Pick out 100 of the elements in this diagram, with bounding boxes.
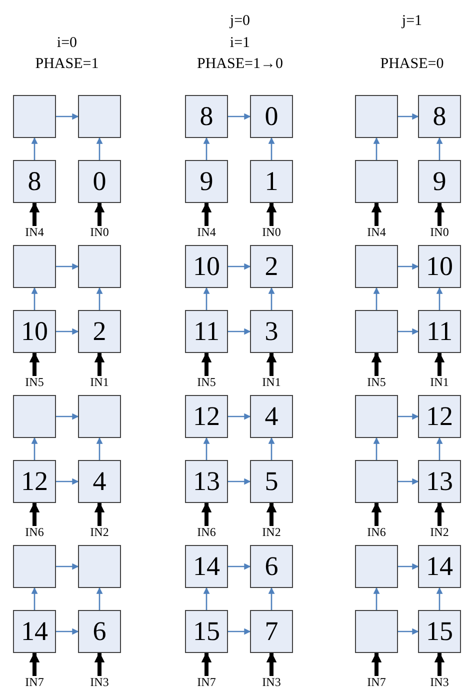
arrow bbox=[56, 328, 79, 335]
arrow bbox=[228, 328, 251, 335]
parameter-label: PHASE=0 bbox=[379, 55, 445, 73]
arrow bbox=[31, 287, 38, 310]
input-arrow bbox=[94, 652, 105, 676]
input-arrow bbox=[201, 502, 212, 526]
parameter-label: PHASE=1 bbox=[34, 55, 100, 73]
input-arrow bbox=[29, 502, 40, 526]
parameter-label: i=1 bbox=[228, 34, 252, 52]
register-box bbox=[355, 610, 398, 653]
input-arrow bbox=[29, 652, 40, 676]
arrow bbox=[56, 563, 79, 570]
register-box: 8 bbox=[418, 95, 461, 138]
register-box: 10 bbox=[418, 245, 461, 288]
parameter-label: i=0 bbox=[56, 34, 78, 52]
register-box: 8 bbox=[185, 95, 228, 138]
input-arrow bbox=[94, 202, 105, 226]
arrow bbox=[373, 287, 380, 310]
register-box: 14 bbox=[13, 610, 56, 653]
register-box: 0 bbox=[250, 95, 293, 138]
register-box: 9 bbox=[185, 160, 228, 203]
arrow bbox=[398, 113, 419, 120]
register-box: 0 bbox=[78, 160, 121, 203]
arrow bbox=[228, 413, 251, 420]
register-box bbox=[78, 95, 121, 138]
arrow bbox=[373, 437, 380, 460]
register-box: 7 bbox=[250, 610, 293, 653]
arrow bbox=[436, 137, 443, 160]
arrow bbox=[203, 287, 210, 310]
input-arrow bbox=[434, 202, 445, 226]
register-box: 14 bbox=[185, 545, 228, 588]
arrow bbox=[203, 437, 210, 460]
arrow bbox=[56, 113, 79, 120]
arrow bbox=[228, 563, 251, 570]
arrow bbox=[96, 437, 103, 460]
input-arrow bbox=[434, 502, 445, 526]
arrow bbox=[268, 287, 275, 310]
arrow bbox=[373, 137, 380, 160]
register-box bbox=[355, 245, 398, 288]
arrow bbox=[398, 263, 419, 270]
register-box bbox=[355, 395, 398, 438]
register-box: 13 bbox=[418, 460, 461, 503]
parameter-label: PHASE=1→0 bbox=[196, 55, 284, 73]
input-arrow bbox=[29, 202, 40, 226]
arrow bbox=[436, 587, 443, 610]
input-arrow bbox=[266, 202, 277, 226]
register-box: 5 bbox=[250, 460, 293, 503]
arrow bbox=[398, 328, 419, 335]
arrow bbox=[228, 263, 251, 270]
arrow bbox=[228, 113, 251, 120]
register-box: 12 bbox=[418, 395, 461, 438]
arrow bbox=[398, 413, 419, 420]
arrow bbox=[268, 437, 275, 460]
arrow bbox=[398, 628, 419, 635]
register-box: 12 bbox=[185, 395, 228, 438]
input-arrow bbox=[371, 652, 382, 676]
register-box: 6 bbox=[78, 610, 121, 653]
register-box: 2 bbox=[78, 310, 121, 353]
arrow bbox=[56, 478, 79, 485]
input-arrow bbox=[434, 652, 445, 676]
register-box: 8 bbox=[13, 160, 56, 203]
input-arrow bbox=[266, 652, 277, 676]
register-box: 11 bbox=[185, 310, 228, 353]
register-box: 13 bbox=[185, 460, 228, 503]
register-box bbox=[78, 395, 121, 438]
register-box: 9 bbox=[418, 160, 461, 203]
arrow bbox=[373, 587, 380, 610]
arrow bbox=[228, 478, 251, 485]
arrow bbox=[31, 137, 38, 160]
input-arrow bbox=[201, 202, 212, 226]
register-box: 15 bbox=[418, 610, 461, 653]
arrow bbox=[436, 287, 443, 310]
input-arrow bbox=[94, 502, 105, 526]
arrow bbox=[203, 137, 210, 160]
input-arrow bbox=[266, 502, 277, 526]
input-arrow bbox=[371, 502, 382, 526]
register-box bbox=[13, 245, 56, 288]
arrow bbox=[228, 628, 251, 635]
register-box bbox=[13, 95, 56, 138]
input-arrow bbox=[371, 352, 382, 376]
register-box: 10 bbox=[13, 310, 56, 353]
input-arrow bbox=[371, 202, 382, 226]
arrow bbox=[436, 437, 443, 460]
arrow bbox=[56, 628, 79, 635]
register-box: 10 bbox=[185, 245, 228, 288]
register-box: 14 bbox=[418, 545, 461, 588]
register-box bbox=[13, 545, 56, 588]
parameter-label: j=1 bbox=[400, 12, 424, 30]
arrow bbox=[56, 413, 79, 420]
arrow bbox=[268, 137, 275, 160]
register-box: 15 bbox=[185, 610, 228, 653]
register-box bbox=[355, 160, 398, 203]
register-box: 3 bbox=[250, 310, 293, 353]
register-box: 4 bbox=[250, 395, 293, 438]
input-arrow bbox=[94, 352, 105, 376]
input-arrow bbox=[201, 352, 212, 376]
register-box: 6 bbox=[250, 545, 293, 588]
register-box: 1 bbox=[250, 160, 293, 203]
register-box bbox=[13, 395, 56, 438]
register-box bbox=[355, 95, 398, 138]
